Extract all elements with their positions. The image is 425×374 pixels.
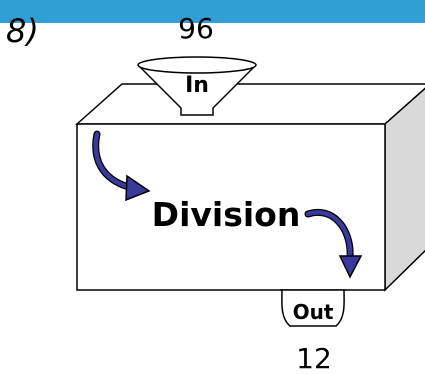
output-label: Out xyxy=(293,300,334,324)
flow-arrow-2 xyxy=(304,208,363,279)
box-top-face xyxy=(75,83,425,125)
operation-label: Division xyxy=(152,195,301,234)
output-chute xyxy=(281,289,345,327)
flow-arrow-1 xyxy=(92,130,151,202)
input-funnel xyxy=(137,56,257,116)
input-label: In xyxy=(185,73,209,98)
output-value: 12 xyxy=(296,342,332,374)
question-number: 8) xyxy=(6,12,39,50)
header-bar xyxy=(0,0,425,23)
input-value: 96 xyxy=(178,12,214,45)
box-front-face xyxy=(76,123,386,291)
